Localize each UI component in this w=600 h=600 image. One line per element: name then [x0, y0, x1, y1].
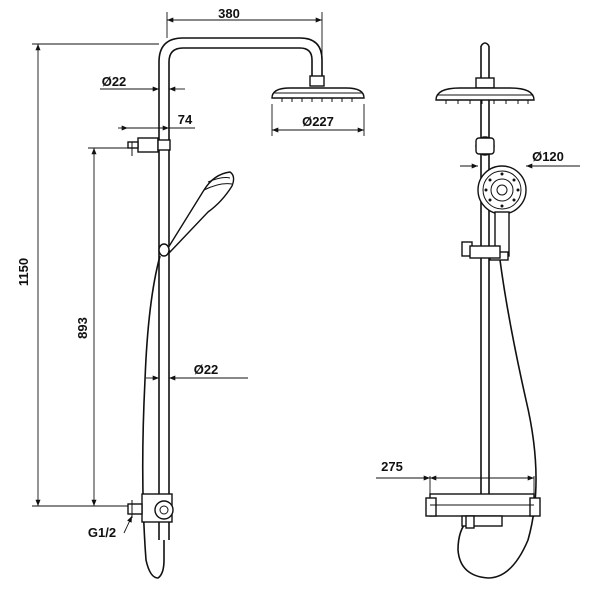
dimension-arm-length	[166, 12, 323, 60]
overhead-shower-head	[271, 75, 365, 102]
label-arm-diameter: Ø22	[102, 74, 127, 89]
dimension-head-diameter	[271, 104, 365, 136]
label-arm-length: 380	[218, 6, 240, 21]
dimension-mixer-width	[376, 475, 535, 494]
wall-bracket-top	[127, 137, 171, 156]
riser-pipe	[158, 62, 170, 540]
label-hand-shower-diameter: Ø120	[532, 149, 564, 164]
label-mixer-width: 275	[381, 459, 403, 474]
hand-shower-side	[158, 171, 235, 257]
front-overhead-shower-head	[435, 77, 535, 104]
label-wall-offset: 74	[178, 112, 193, 127]
label-rail-height: 893	[75, 317, 90, 339]
shower-arm	[158, 37, 323, 76]
dimension-total-height	[32, 43, 159, 507]
front-slider	[461, 241, 501, 259]
side-view	[32, 12, 365, 579]
shower-hose	[141, 255, 165, 579]
label-total-height: 1150	[16, 258, 31, 286]
label-inlet-thread: G1/2	[88, 525, 116, 540]
front-wall-bracket	[475, 136, 495, 156]
inlet-thread-leader	[123, 515, 133, 534]
mixer-valve-side	[127, 493, 174, 523]
front-shower-hose	[457, 259, 537, 579]
front-view	[376, 42, 580, 579]
label-rail-diameter: Ø22	[194, 362, 219, 377]
front-mixer-valve	[425, 493, 541, 529]
front-riser-pipe	[480, 42, 490, 498]
dimension-rail-height	[88, 147, 128, 507]
label-head-diameter: Ø227	[302, 114, 334, 129]
